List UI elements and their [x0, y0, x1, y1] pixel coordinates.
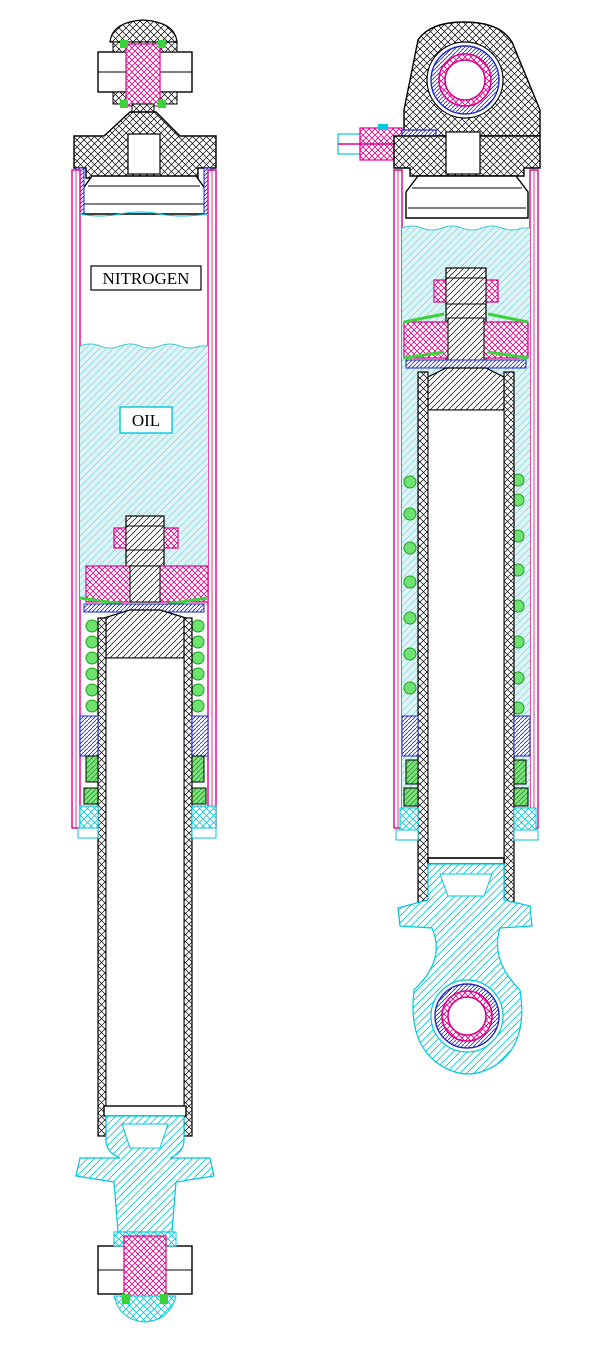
right-top-cap — [393, 131, 541, 219]
left-piston-assembly — [79, 515, 209, 659]
oil-label: OIL — [119, 406, 173, 434]
right-seal-pack — [395, 715, 539, 841]
nitrogen-label-text: NITROGEN — [103, 269, 190, 288]
nitrogen-label: NITROGEN — [90, 265, 202, 291]
right-inner-cylinder — [417, 371, 515, 913]
left-top-cap — [73, 111, 217, 215]
left-top-mount — [97, 19, 193, 113]
left-shock-absorber: NITROGEN OIL — [71, 19, 217, 1323]
left-bottom-mount — [97, 1231, 193, 1323]
left-rod-end-cap — [75, 1105, 215, 1233]
left-inner-cylinder — [97, 617, 193, 1137]
right-shock-absorber — [337, 21, 541, 1075]
right-bottom-eye-mount — [397, 863, 533, 1075]
right-piston-assembly — [403, 267, 529, 411]
right-top-eye-mount — [403, 21, 541, 137]
left-seal-pack — [77, 715, 217, 839]
oil-label-text: OIL — [132, 411, 160, 430]
left-floating-piston — [79, 211, 209, 217]
right-bump-spring — [403, 473, 525, 715]
